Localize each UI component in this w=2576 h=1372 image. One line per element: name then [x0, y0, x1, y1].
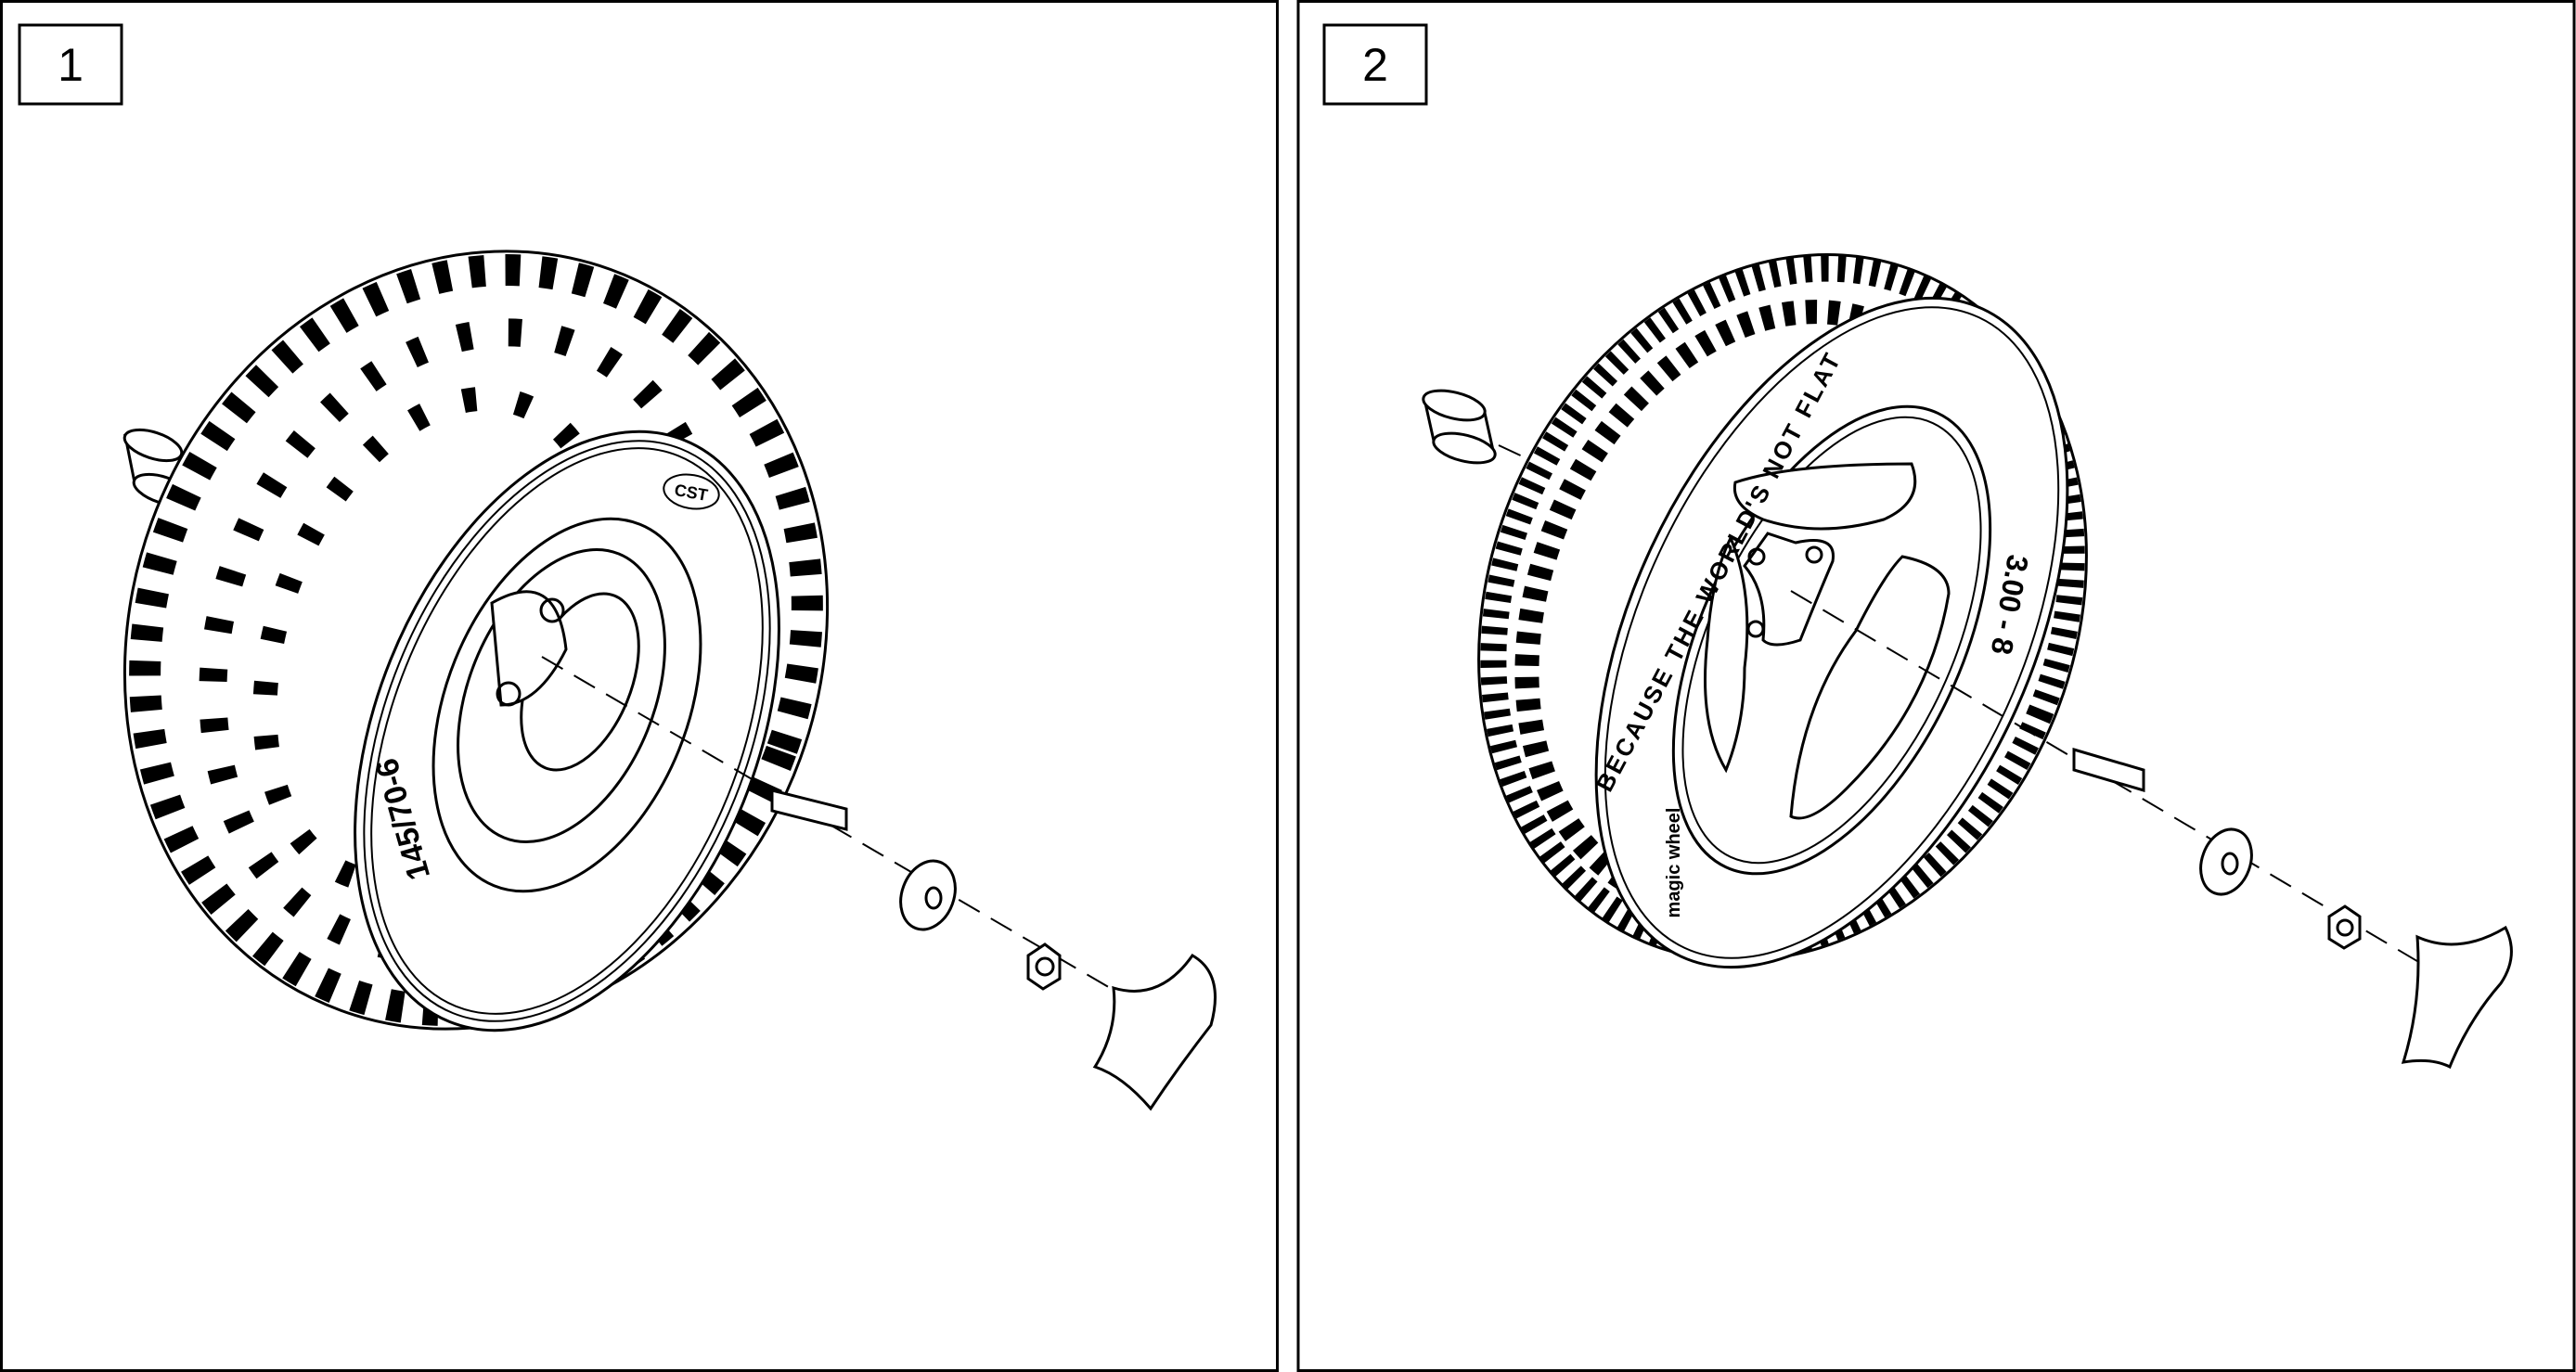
nut-part	[2327, 904, 2362, 950]
lug-hole	[539, 597, 565, 623]
lug-hole	[1805, 545, 1823, 564]
panel-2: 2 BECAUSE THE WORLD'S NOT FLAT 3.00 - 8 …	[1296, 0, 2576, 1372]
knobby-tire: CST 145/70-6	[122, 250, 830, 1032]
nut-part	[1026, 942, 1062, 991]
lug-hole	[1746, 620, 1765, 638]
panel-1: 1 CST 145/70-6	[0, 0, 1279, 1372]
hub-cap-part	[2401, 925, 2513, 1070]
washer-part	[2199, 827, 2253, 896]
bushing-part	[1422, 389, 1497, 465]
panel-2-frame	[1296, 0, 2576, 1372]
tread-tire: BECAUSE THE WORLD'S NOT FLAT 3.00 - 8 ma…	[1477, 253, 2088, 969]
key-spacer-part	[770, 789, 848, 831]
washer-part	[899, 859, 957, 931]
panel-1-label-box	[18, 23, 123, 106]
panel-2-label: 2	[1362, 39, 1388, 91]
cst-logo	[663, 473, 720, 510]
hub-cap-part	[1092, 954, 1217, 1111]
rim-spoke-window	[1704, 534, 1749, 774]
magic-wheel-logo: magic wheel	[1664, 808, 1684, 918]
axle-axis-line	[541, 656, 1135, 1003]
rim-spoke-window	[1732, 462, 1917, 531]
lug-hole	[496, 681, 522, 707]
panel-1-frame	[0, 0, 1279, 1372]
panel-1-label: 1	[58, 39, 84, 91]
rim-spoke-window	[1789, 555, 1951, 820]
key-spacer-part	[2072, 747, 2145, 793]
panel-2-label-box	[1322, 23, 1428, 106]
lug-hole	[1747, 547, 1766, 566]
